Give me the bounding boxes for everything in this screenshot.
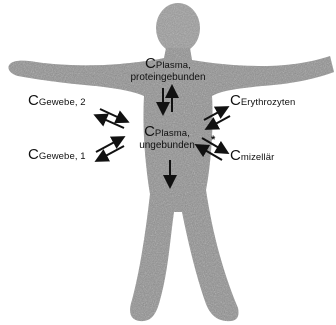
label-plasma-unbound-subscript: Plasma,: [155, 128, 190, 139]
asterisk-marker: *: [211, 134, 215, 146]
label-erythrocytes-subscript: Erythrozyten: [241, 97, 296, 108]
label-micellar: Cmizellär: [230, 148, 274, 164]
label-plasma-unbound-line2: ungebunden: [139, 141, 195, 151]
label-plasma-bound: CPlasma, proteingebunden: [130, 56, 205, 83]
label-plasma-bound-line2: proteingebunden: [130, 73, 205, 83]
label-micellar-symbol: C: [230, 147, 241, 164]
label-tissue-2-symbol: C: [28, 92, 39, 109]
label-plasma-unbound-symbol: C: [144, 123, 155, 140]
plasma-to-erythrocytes-arrow: [204, 108, 226, 120]
label-erythrocytes-symbol: C: [230, 92, 241, 109]
label-tissue-2: CGewebe, 2: [28, 93, 86, 109]
label-micellar-subscript: mizellär: [241, 152, 275, 163]
label-plasma-bound-subscript: Plasma,: [156, 60, 191, 71]
label-tissue-2-subscript: Gewebe, 2: [39, 97, 86, 108]
label-erythrocytes: CErythrozyten: [230, 93, 295, 109]
label-tissue-1-symbol: C: [28, 146, 39, 163]
label-plasma-bound-symbol: C: [145, 55, 156, 72]
label-tissue-1: CGewebe, 1: [28, 147, 86, 163]
erythrocytes-to-plasma-arrow: [208, 116, 230, 128]
label-tissue-1-subscript: Gewebe, 1: [39, 151, 86, 162]
label-plasma-unbound: CPlasma, ungebunden: [139, 124, 195, 151]
